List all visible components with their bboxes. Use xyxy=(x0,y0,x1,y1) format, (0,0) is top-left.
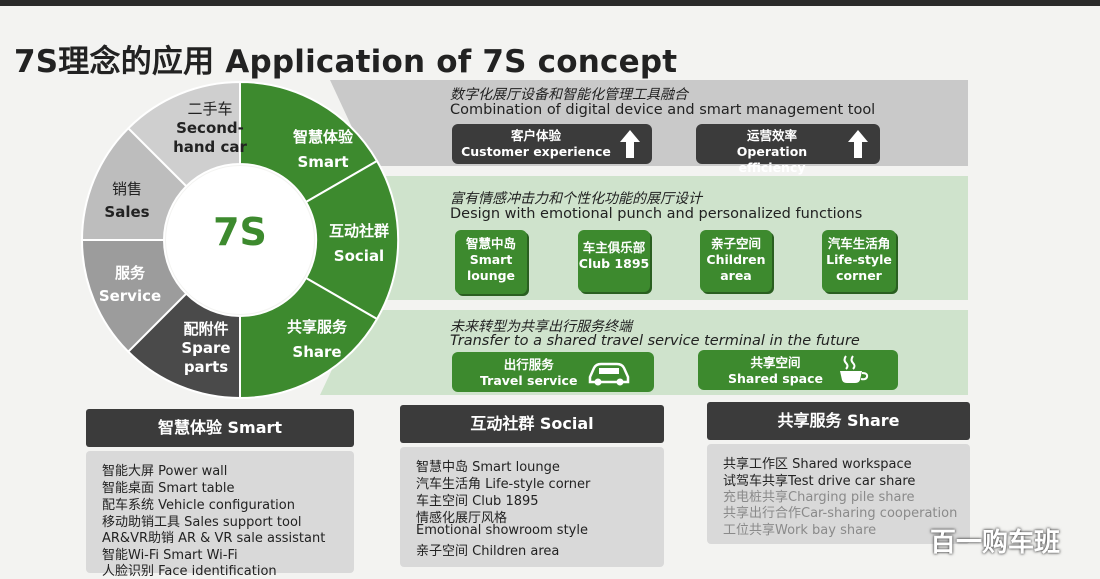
top-bar xyxy=(0,0,1100,6)
band-smart-en: Combination of digital device and smart … xyxy=(450,102,876,118)
list-item: 试驾车共享Test drive car share xyxy=(723,474,916,489)
list-item: 智慧中岛 Smart lounge xyxy=(416,460,560,475)
list-item: 共享出行合作Car-sharing cooperation xyxy=(723,506,958,521)
list-item: 配车系统 Vehicle configuration xyxy=(102,498,295,513)
band-smart-zh: 数字化展厅设备和智能化管理工具融合 xyxy=(450,87,688,103)
wheel-label-spare-parts: 配附件 Spare parts xyxy=(181,320,231,376)
list-item: 智能桌面 Smart table xyxy=(102,481,235,496)
band-share-zh: 未来转型为共享出行服务终端 xyxy=(450,319,632,335)
wheel-label-service: 服务 Service xyxy=(98,264,162,305)
list-item: 智能Wi-Fi Smart Wi-Fi xyxy=(102,548,238,563)
wheel-label-second-hand: 二手车 Second- hand car xyxy=(173,100,247,156)
smart-lounge-box: 智慧中岛 Smart lounge xyxy=(455,230,527,294)
list-item: 智能大屏 Power wall xyxy=(102,464,228,479)
column-header-social: 互动社群 Social xyxy=(400,405,664,443)
band-social-zh: 富有情感冲击力和个性化功能的展厅设计 xyxy=(450,191,702,207)
list-item: 汽车生活角 Life-style corner xyxy=(416,477,591,492)
column-header-smart: 智慧体验 Smart xyxy=(86,409,354,447)
list-item: 工位共享Work bay share xyxy=(723,523,877,538)
list-item: 充电桩共享Charging pile share xyxy=(723,490,915,505)
wheel-center xyxy=(166,166,314,314)
list-item: 移动助销工具 Sales support tool xyxy=(102,515,302,530)
wheel-label-share: 共享服务 Share xyxy=(286,318,347,361)
band-social-en: Design with emotional punch and personal… xyxy=(450,206,863,222)
slide-title: 7S理念的应用 Application of 7S concept xyxy=(14,44,678,80)
column-card-social: 智慧中岛 Smart lounge 汽车生活角 Life-style corne… xyxy=(400,447,664,567)
wheel-segment-share xyxy=(239,276,379,400)
arrow-up-icon xyxy=(620,130,640,158)
column-card-smart: 智能大屏 Power wall 智能桌面 Smart table 配车系统 Ve… xyxy=(86,451,354,579)
wheel-label-sales: 销售 Sales xyxy=(104,180,150,221)
wheel-label-smart: 智慧体验 Smart xyxy=(292,128,353,171)
wheel-label-social: 互动社群 Social xyxy=(328,222,389,265)
shared-space-badge: 共享空间 Shared space xyxy=(698,350,898,390)
travel-service-badge: 出行服务 Travel service xyxy=(452,352,654,392)
wheel-segment-social xyxy=(304,159,400,321)
center-label: 7S xyxy=(213,210,267,254)
wheel-segment-smart xyxy=(239,80,379,204)
car-icon xyxy=(588,362,630,386)
column-card-share: 共享工作区 Shared workspace 试驾车共享Test drive c… xyxy=(707,444,970,544)
list-item: 共享工作区 Shared workspace xyxy=(723,457,912,472)
list-item: 情感化展厅风格 xyxy=(416,511,508,526)
band-share-en: Transfer to a shared travel service term… xyxy=(450,333,860,349)
life-style-corner-box: 汽车生活角 Life-style corner xyxy=(822,230,896,292)
list-item: Emotional showroom style xyxy=(416,523,588,538)
club-1895-box: 车主俱乐部 Club 1895 xyxy=(578,230,650,292)
arrow-up-icon xyxy=(848,130,868,158)
children-area-box: 亲子空间 Children area xyxy=(700,230,772,292)
list-item: 亲子空间 Children area xyxy=(416,544,560,559)
coffee-cup-icon xyxy=(840,355,869,383)
list-item: 车主空间 Club 1895 xyxy=(416,494,539,509)
list-item: 人脸识别 Face identification xyxy=(102,564,277,579)
list-item: AR&VR助销 AR & VR sale assistant xyxy=(102,531,326,546)
column-header-share: 共享服务 Share xyxy=(707,402,970,440)
watermark: 百一购车班 xyxy=(930,528,1061,558)
